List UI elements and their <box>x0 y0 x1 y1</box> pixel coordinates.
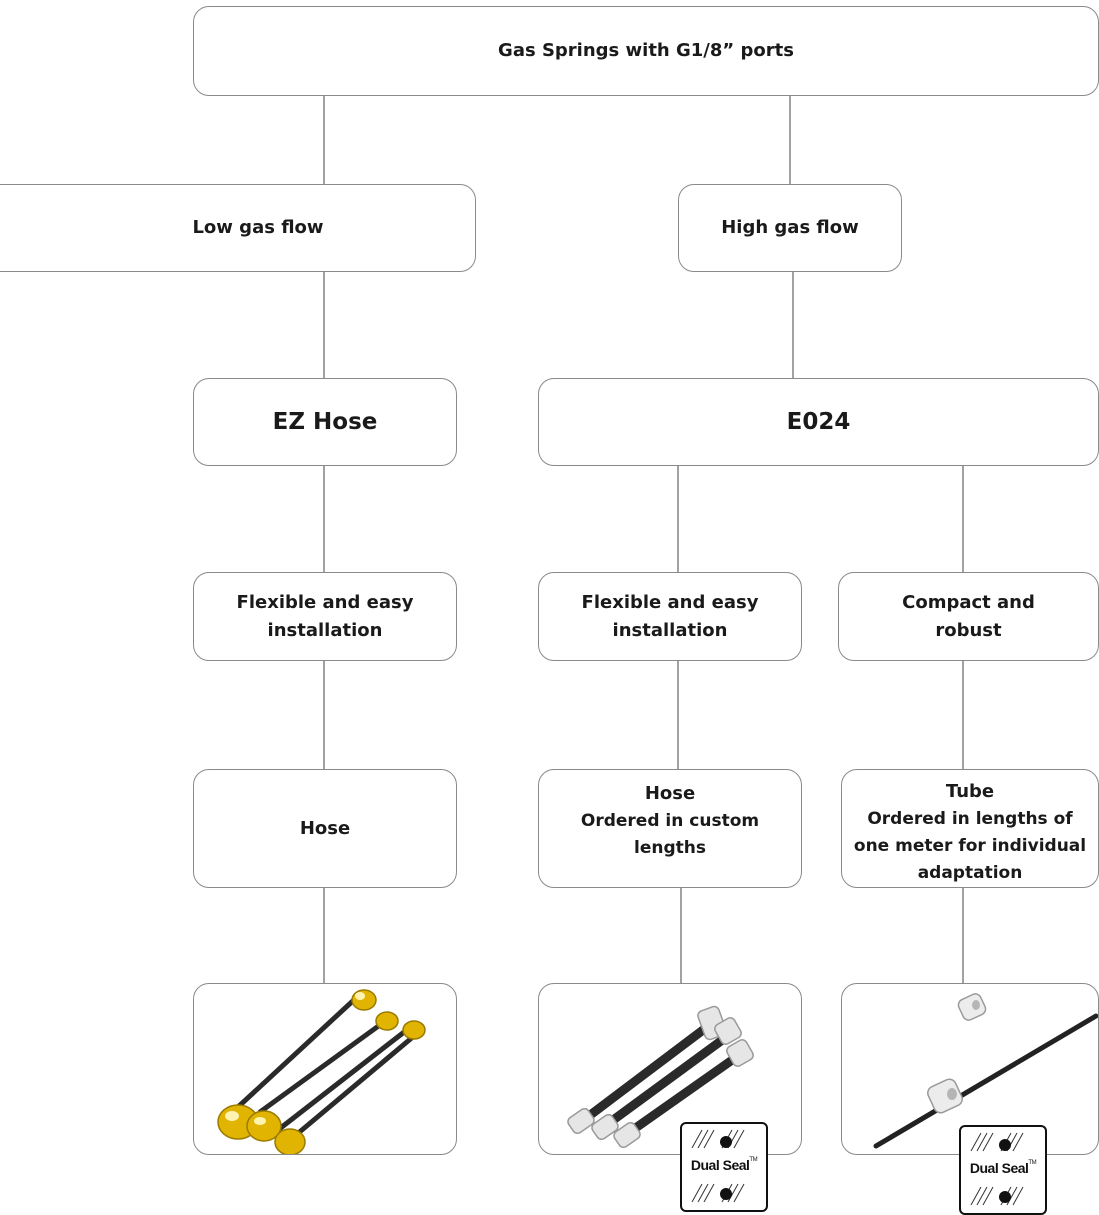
low-gas-flow-node: Low gas flow <box>0 184 476 272</box>
high-gas-flow-label: High gas flow <box>721 217 859 238</box>
e024-compact-node: Compact and robust <box>838 572 1099 661</box>
e024-tube-desc-line-3: adaptation <box>917 863 1023 883</box>
e024-hose-type-node: Hose Ordered in custom lengths <box>538 769 802 888</box>
ez-flexible-line-2: installation <box>267 619 383 641</box>
dual-seal-badge-hose: Dual SealTM <box>680 1122 768 1212</box>
e024-hose-desc-line-1: Ordered in custom <box>580 811 760 831</box>
ez-hose-node: EZ Hose <box>193 378 457 466</box>
high-gas-flow-node: High gas flow <box>678 184 902 272</box>
root-title: Gas Springs with G1/8” ports <box>498 40 794 61</box>
ez-hose-image-box <box>193 983 457 1155</box>
e024-compact-line-1: Compact and <box>902 591 1035 613</box>
e024-flexible-line-1: Flexible and easy <box>581 591 759 613</box>
e024-node: E024 <box>538 378 1099 466</box>
e024-label: E024 <box>786 409 851 435</box>
seal-icon <box>691 1129 745 1203</box>
e024-compact-line-2: robust <box>935 619 1002 641</box>
root-node: Gas Springs with G1/8” ports <box>193 6 1099 96</box>
dual-seal-label: Dual SealTM <box>690 1157 758 1173</box>
e024-tube-type-node: Tube Ordered in lengths of one meter for… <box>841 769 1099 888</box>
e024-hose-type-title: Hose <box>644 783 696 804</box>
ez-hose-label: EZ Hose <box>272 409 378 435</box>
e024-flexible-line-2: installation <box>612 619 728 641</box>
low-gas-flow-label: Low gas flow <box>192 217 324 238</box>
dual-seal-label: Dual SealTM <box>969 1160 1037 1176</box>
ez-hose-type-title: Hose <box>299 817 351 839</box>
e024-tube-desc-line-1: Ordered in lengths of <box>867 809 1073 829</box>
ez-flexible-node: Flexible and easy installation <box>193 572 457 661</box>
black-hose-assemblies-image <box>567 1005 754 1149</box>
tube-and-fittings-image <box>873 993 1098 1149</box>
seal-icon <box>970 1132 1024 1206</box>
dual-seal-badge-tube: Dual SealTM <box>959 1125 1047 1215</box>
yellow-hose-assemblies-image <box>217 989 426 1154</box>
e024-hose-desc-line-2: lengths <box>634 838 706 858</box>
e024-flexible-node: Flexible and easy installation <box>538 572 802 661</box>
ez-hose-type-node: Hose <box>193 769 457 888</box>
ez-flexible-line-1: Flexible and easy <box>236 591 414 613</box>
e024-hose-image-box <box>538 983 802 1155</box>
e024-tube-type-title: Tube <box>945 781 995 802</box>
e024-tube-desc-line-2: one meter for individual <box>853 836 1087 856</box>
